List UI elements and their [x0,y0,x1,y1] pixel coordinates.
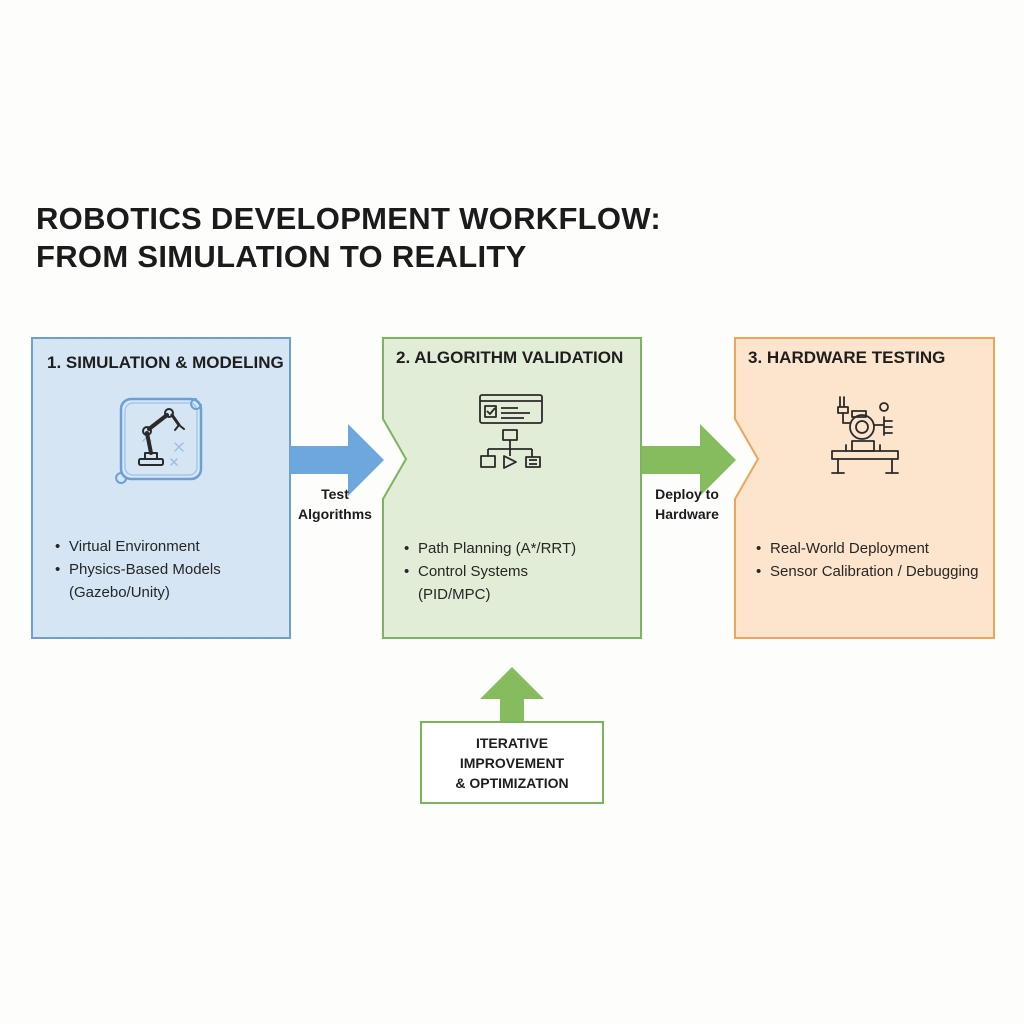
stage-validation-title: 2. ALGORITHM VALIDATION [396,348,624,367]
title-line-1: ROBOTICS DEVELOPMENT WORKFLOW: [36,201,661,236]
stage-hardware-bullets: Real-World Deployment Sensor Calibration… [756,537,978,583]
deploy-to-hardware-label: Deploy to Hardware [655,486,719,522]
bullet-sensor-calibration: Sensor Calibration / Debugging [756,560,978,583]
robot-arm-simulation-icon [115,397,203,484]
title-line-2: FROM SIMULATION TO REALITY [36,239,527,274]
stage-simulation-bullets: Virtual Environment Physics-Based Models… [55,535,221,604]
stage-hardware-title: 3. HARDWARE TESTING [748,348,946,367]
bullet-control-systems: Control Systems [404,560,576,583]
deploy-to-hardware-arrow [642,424,736,496]
bullet-physics-models: Physics-Based Models [55,558,221,581]
bullet-real-world-deployment: Real-World Deployment [756,537,978,560]
algorithm-flowchart-icon [479,394,543,469]
iterative-improvement-box: ITERATIVE IMPROVEMENT & OPTIMIZATION [420,721,604,804]
test-algorithms-label: Test Algorithms [298,486,372,522]
stage-hardware-panel: 3. HARDWARE TESTING Real-World Deploymen… [734,337,995,639]
stage-hardware-background [734,337,995,639]
bullet-gazebo-unity: (Gazebo/Unity) [69,584,170,601]
stage-validation-bullets: Path Planning (A*/RRT) Control Systems (… [404,537,576,606]
diagram-title: ROBOTICS DEVELOPMENT WORKFLOW: FROM SIMU… [36,200,661,276]
stage-simulation-title: 1. SIMULATION & MODELING [47,353,284,372]
bullet-pid-mpc: (PID/MPC) [418,586,491,603]
stage-validation-panel: 2. ALGORITHM VALIDATION Path Planning (A… [382,337,642,639]
feedback-line-1: ITERATIVE IMPROVEMENT [459,734,565,771]
test-algorithms-arrow [290,424,384,496]
feedback-up-arrow [480,667,544,723]
feedback-line-2: & OPTIMIZATION [455,774,569,791]
bullet-path-planning: Path Planning (A*/RRT) [404,537,576,560]
robot-hardware-icon [831,396,899,474]
bullet-virtual-environment: Virtual Environment [55,535,221,558]
stage-simulation-panel: 1. SIMULATION & MODELING Virtual Environ… [31,337,291,639]
